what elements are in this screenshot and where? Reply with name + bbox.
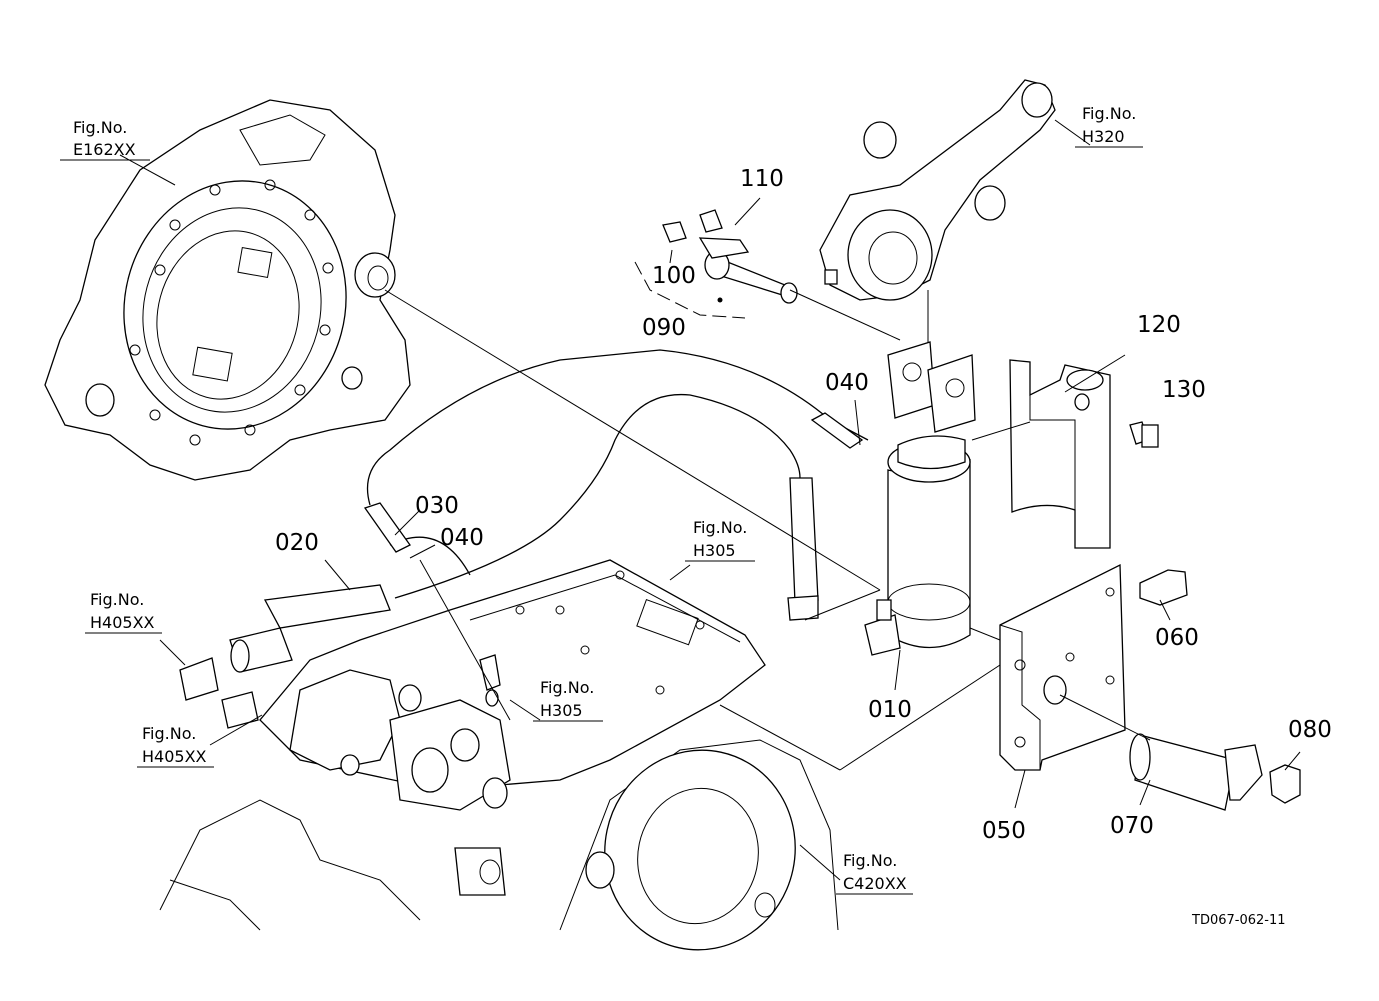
fig-ref-h320: Fig.No. H320 xyxy=(1075,104,1143,148)
fig-ref-caption: Fig.No. xyxy=(1082,104,1136,123)
fig-ref-code: H405XX xyxy=(142,747,207,766)
mounting-plate-drawing xyxy=(999,563,1301,811)
part-label-080: 080 xyxy=(1288,717,1332,743)
part-label-060: 060 xyxy=(1155,625,1199,651)
fig-ref-code: H305 xyxy=(693,541,736,560)
fig-ref-h305-upper: Fig.No. H305 xyxy=(685,518,755,562)
fig-ref-h405xx-lower: Fig.No. H405XX xyxy=(137,724,214,768)
fig-ref-code: E162XX xyxy=(73,140,136,159)
fig-ref-c420xx: Fig.No. C420XX xyxy=(836,851,913,895)
transmission-housing-drawing xyxy=(44,99,411,481)
part-label-110: 110 xyxy=(740,166,784,192)
part-label-120: 120 xyxy=(1137,312,1181,338)
lift-arm-drawing xyxy=(819,79,1056,301)
cylinder-bracket-drawing xyxy=(1009,359,1159,549)
part-label-050: 050 xyxy=(982,818,1026,844)
fig-ref-caption: Fig.No. xyxy=(73,118,127,137)
lower-case-drawing xyxy=(159,739,839,951)
hydraulic-hoses xyxy=(179,349,869,729)
fig-ref-caption: Fig.No. xyxy=(540,678,594,697)
part-label-040-lower: 040 xyxy=(440,525,484,551)
part-label-020: 020 xyxy=(275,530,319,556)
drawing-code: TD067-062-11 xyxy=(1191,913,1286,928)
part-label-130: 130 xyxy=(1162,377,1206,403)
part-label-090: 090 xyxy=(642,315,686,341)
lift-cylinder-drawing xyxy=(864,341,976,656)
part-label-070: 070 xyxy=(1110,813,1154,839)
fig-ref-caption: Fig.No. xyxy=(142,724,196,743)
part-label-040-upper: 040 xyxy=(825,370,869,396)
fig-ref-h405xx-upper: Fig.No. H405XX xyxy=(85,590,162,634)
fig-ref-caption: Fig.No. xyxy=(693,518,747,537)
control-valve-drawing xyxy=(259,559,766,896)
fig-ref-code: C420XX xyxy=(843,874,907,893)
part-label-010: 010 xyxy=(868,697,912,723)
fig-ref-h305-lower: Fig.No. H305 xyxy=(533,678,603,722)
pin-assembly-drawing xyxy=(634,209,798,319)
fig-ref-code: H305 xyxy=(540,701,583,720)
part-label-100: 100 xyxy=(652,263,696,289)
fig-ref-code: H320 xyxy=(1082,127,1125,146)
part-label-030: 030 xyxy=(415,493,459,519)
fig-ref-caption: Fig.No. xyxy=(90,590,144,609)
fig-ref-caption: Fig.No. xyxy=(843,851,897,870)
fig-ref-code: H405XX xyxy=(90,613,155,632)
fig-ref-e162xx: Fig.No. E162XX xyxy=(60,118,150,161)
